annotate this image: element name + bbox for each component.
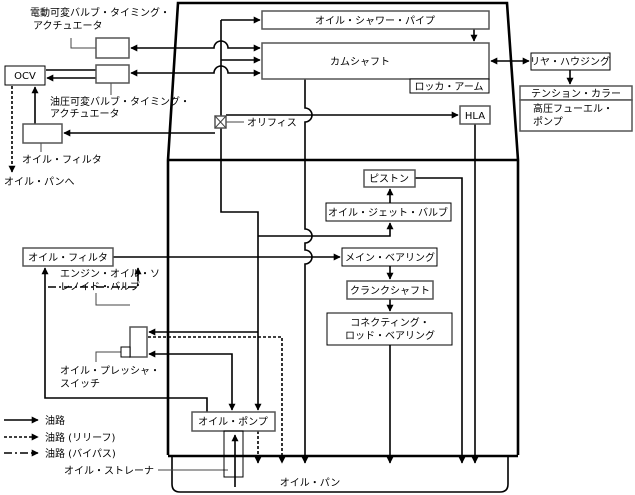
svg-text:油路 (リリーフ): 油路 (リリーフ)	[45, 431, 115, 444]
svg-text:オイル・プレッシャ・: オイル・プレッシャ・	[60, 365, 160, 377]
oil-jet-valve: オイル・ジェット・バルブ	[325, 202, 452, 222]
legend-solid: 油路	[4, 414, 65, 427]
svg-text:油路 (バイパス): 油路 (バイパス)	[45, 447, 116, 460]
orifice: オリフィス	[214, 115, 297, 129]
svg-text:メイン・ベアリング: メイン・ベアリング	[345, 251, 435, 264]
svg-text:オイル・フィルタ: オイル・フィルタ	[28, 252, 108, 264]
svg-text:電動可変バルブ・タイミング・: 電動可変バルブ・タイミング・	[30, 6, 170, 19]
tension-collar: テンション・カラー	[519, 85, 633, 101]
svg-text:オイル・フィルタ: オイル・フィルタ	[22, 154, 102, 166]
svg-text:アクチュエータ: アクチュエータ	[33, 20, 103, 32]
svg-text:レノイド・バルブ: レノイド・バルブ	[60, 280, 140, 293]
ocv: OCV	[4, 65, 46, 86]
oil-pump: オイル・ポンプ	[191, 411, 276, 432]
connecting-rod-bearing: コネクティング・ ロッド・ベアリング	[326, 312, 453, 346]
oil-shower-pipe: オイル・シャワー・パイプ	[261, 10, 490, 30]
svg-text:スイッチ: スイッチ	[60, 378, 100, 390]
oil-pan-outline	[171, 456, 509, 493]
crankshaft: クランクシャフト	[346, 280, 434, 300]
svg-text:エンジン・オイル・ソ: エンジン・オイル・ソ	[60, 268, 160, 280]
legend: 油路 油路 (リリーフ) 油路 (バイパス)	[4, 414, 116, 460]
legend-bypass: 油路 (バイパス)	[4, 447, 116, 460]
svg-text:高圧フューエル・: 高圧フューエル・	[533, 102, 613, 115]
flow-lines	[8, 16, 574, 487]
svg-text:オイル・ジェット・バルブ: オイル・ジェット・バルブ	[328, 206, 448, 219]
svg-text:オイル・ストレーナ: オイル・ストレーナ	[64, 465, 154, 477]
oil-pressure-switch: オイル・プレッシャ・ スイッチ	[60, 346, 160, 390]
svg-text:OCV: OCV	[14, 71, 36, 82]
main-bearing: メイン・ベアリング	[341, 247, 438, 267]
leader-lines	[40, 38, 244, 471]
oil-filter: オイル・フィルタ	[22, 247, 114, 267]
svg-text:油路: 油路	[45, 414, 65, 427]
svg-text:カムシャフト: カムシャフト	[330, 56, 390, 68]
legend-relief: 油路 (リリーフ)	[4, 431, 115, 444]
electric-vvt-actuator: 電動可変バルブ・タイミング・ アクチュエータ	[30, 6, 170, 59]
svg-text:ポンプ: ポンプ	[533, 116, 563, 128]
engine-oil-solenoid-valve: エンジン・オイル・ソ レノイド・バルブ	[60, 268, 160, 358]
svg-text:ピストン: ピストン	[369, 173, 409, 185]
svg-text:油圧可変バルブ・タイミング・: 油圧可変バルブ・タイミング・	[50, 95, 190, 108]
svg-text:HLA: HLA	[465, 111, 485, 122]
oil-pan-label: オイル・パン	[280, 477, 341, 489]
svg-text:ロッカ・アーム: ロッカ・アーム	[414, 81, 483, 93]
svg-text:テンション・カラー: テンション・カラー	[531, 88, 621, 100]
hla: HLA	[459, 105, 491, 125]
svg-text:リヤ・ハウジング: リヤ・ハウジング	[530, 55, 610, 68]
svg-text:オイル・シャワー・パイプ: オイル・シャワー・パイプ	[315, 15, 435, 27]
rocker-arm: ロッカ・アーム	[409, 78, 490, 94]
svg-text:ロッド・ベアリング: ロッド・ベアリング	[345, 329, 435, 342]
rear-housing: リヤ・ハウジング	[530, 52, 611, 71]
svg-text:アクチュエータ: アクチュエータ	[50, 108, 120, 120]
svg-text:クランクシャフト: クランクシャフト	[350, 285, 430, 297]
camshaft: カムシャフト	[261, 42, 490, 80]
svg-text:オリフィス: オリフィス	[247, 117, 297, 129]
engine-outline	[166, 1, 520, 493]
svg-text:オイル・ポンプ: オイル・ポンプ	[198, 416, 268, 428]
hydraulic-vvt-actuator: 油圧可変バルブ・タイミング・ アクチュエータ	[50, 64, 190, 120]
hp-fuel-pump: 高圧フューエル・ ポンプ	[519, 99, 633, 132]
piston: ピストン	[363, 169, 416, 188]
oil-strainer: オイル・ストレーナ	[64, 430, 244, 478]
to-oil-pan-label: オイル・パンへ	[4, 176, 75, 188]
oil-filter-upper: オイル・フィルタ	[22, 123, 102, 166]
svg-text:コネクティング・: コネクティング・	[350, 316, 429, 329]
